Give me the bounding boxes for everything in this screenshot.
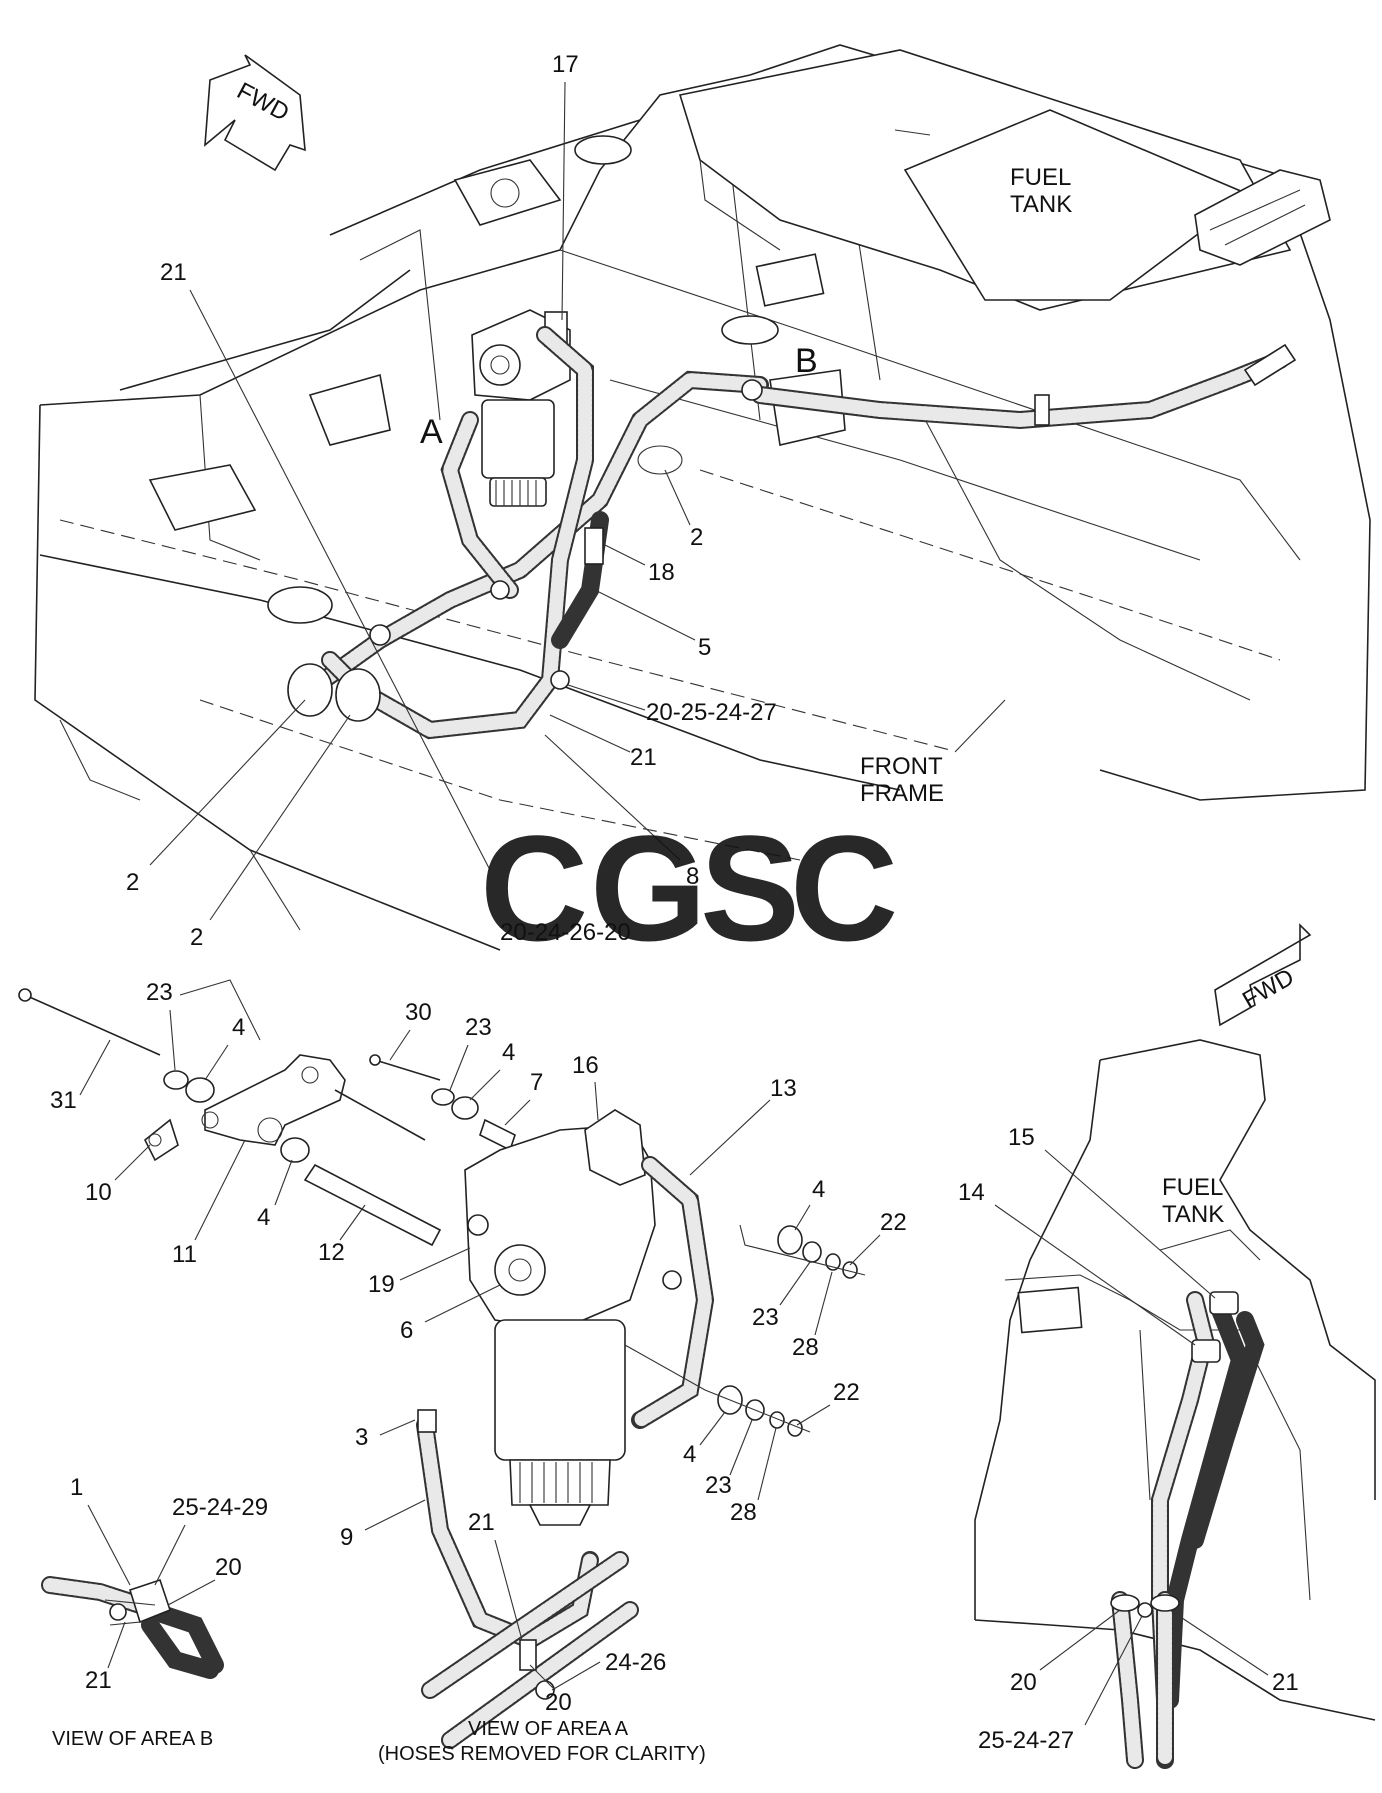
front-frame-label-line1: FRONT <box>860 753 943 780</box>
callout-2-left-a: 2 <box>126 869 139 896</box>
callout-19: 19 <box>368 1271 395 1298</box>
view-area-a-caption-line2: (HOSES REMOVED FOR CLARITY) <box>378 1743 706 1765</box>
callout-25-24-29: 25-24-29 <box>172 1494 268 1521</box>
callout-22-b: 22 <box>833 1379 860 1406</box>
area-a-label: A <box>420 413 443 451</box>
front-frame-label-line2: FRAME <box>860 780 944 807</box>
callout-8: 8 <box>686 863 699 890</box>
callout-4-a: 4 <box>502 1039 515 1066</box>
fuel-tank-label-line1: FUEL <box>1010 164 1071 191</box>
view-area-a-parts <box>18 988 516 1247</box>
callout-30: 30 <box>405 999 432 1026</box>
callout-3: 3 <box>355 1424 368 1451</box>
callout-21-low: 21 <box>630 744 657 771</box>
callout-13: 13 <box>770 1075 797 1102</box>
fuel-tank-label-line2: TANK <box>1010 191 1072 218</box>
watermark-logo: C G S C <box>480 804 898 972</box>
view-area-a-filter <box>416 1109 866 1749</box>
watermark-letter-c1: C <box>480 804 588 972</box>
callout-28-a: 28 <box>792 1334 819 1361</box>
callout-2-mid: 2 <box>690 524 703 551</box>
callout-14: 14 <box>958 1179 985 1206</box>
callout-20-25-24-27: 20-25-24-27 <box>646 699 777 726</box>
callout-4-e: 4 <box>683 1441 696 1468</box>
main-view-frame <box>34 44 1371 1041</box>
view-area-a-callouts: 30 23 4 7 16 13 23 4 31 10 11 4 12 19 6 … <box>50 979 907 1765</box>
callout-4-d: 4 <box>812 1176 825 1203</box>
callout-23-b: 23 <box>146 979 173 1006</box>
fwd-arrow-top: FWD <box>204 54 306 172</box>
main-fuel-filter <box>471 309 571 507</box>
view-area-b-caption: VIEW OF AREA B <box>52 1728 213 1750</box>
callout-9: 9 <box>340 1524 353 1551</box>
callout-20-24-26-20-overlay: 20-24-26-20 <box>500 919 631 946</box>
callout-21-a: 21 <box>468 1509 495 1536</box>
callout-20-a: 20 <box>545 1689 572 1716</box>
callout-12: 12 <box>318 1239 345 1266</box>
callout-20-b: 20 <box>215 1554 242 1581</box>
fuel-tank: FUEL TANK <box>678 49 1331 311</box>
callout-23-c: 23 <box>752 1304 779 1331</box>
main-view-callouts: 17 21 2 18 5 20-25-24-27 21 8 2 2 20-24-… <box>126 51 777 951</box>
right-tank-label-line1: FUEL <box>1162 1174 1223 1201</box>
right-view: FUEL TANK 15 14 20 21 25-24-27 <box>958 1039 1376 1769</box>
callout-7: 7 <box>530 1069 543 1096</box>
view-area-b: 1 25-24-29 20 21 VIEW OF AREA B <box>41 1474 268 1750</box>
callout-4-c: 4 <box>257 1204 270 1231</box>
callout-31: 31 <box>50 1087 77 1114</box>
callout-17: 17 <box>552 51 579 78</box>
view-area-a-caption-line1: VIEW OF AREA A <box>468 1718 629 1740</box>
callout-6: 6 <box>400 1317 413 1344</box>
callout-16: 16 <box>572 1052 599 1079</box>
callout-21-c: 21 <box>1272 1669 1299 1696</box>
callout-4-b: 4 <box>232 1014 245 1041</box>
fwd-arrow-right: FWD <box>1214 923 1312 1027</box>
callout-18: 18 <box>648 559 675 586</box>
callout-5: 5 <box>698 634 711 661</box>
callout-21-top: 21 <box>160 259 187 286</box>
callout-23-a: 23 <box>465 1014 492 1041</box>
callout-15: 15 <box>1008 1124 1035 1151</box>
callout-24-26: 24-26 <box>605 1649 666 1676</box>
right-tank-label-line2: TANK <box>1162 1201 1224 1228</box>
callout-25-24-27: 25-24-27 <box>978 1727 1074 1754</box>
area-b-label: B <box>795 342 818 380</box>
callout-1: 1 <box>70 1474 83 1501</box>
callout-28-b: 28 <box>730 1499 757 1526</box>
callout-10: 10 <box>85 1179 112 1206</box>
watermark-letter-s: S <box>700 804 800 972</box>
main-hoses <box>287 326 1297 740</box>
callout-20-c: 20 <box>1010 1669 1037 1696</box>
callout-2-left-b: 2 <box>190 924 203 951</box>
callout-21-b: 21 <box>85 1667 112 1694</box>
callout-11: 11 <box>172 1241 197 1268</box>
watermark-letter-c2: C <box>790 804 898 972</box>
callout-22-a: 22 <box>880 1209 907 1236</box>
watermark-letter-g: G <box>590 804 707 972</box>
callout-23-d: 23 <box>705 1472 732 1499</box>
